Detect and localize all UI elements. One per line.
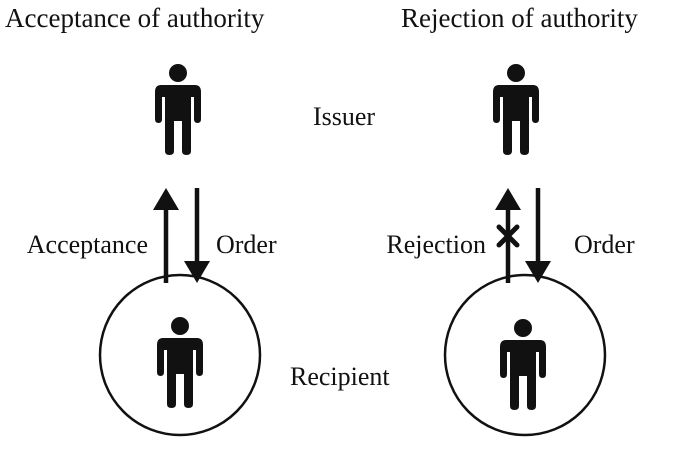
rejection-label: Rejection [386,230,486,259]
left-order-label: Order [216,230,277,259]
left-panel-title: Acceptance of authority [5,3,265,33]
left-panel: Acceptance of authority Acceptance Order [5,3,277,437]
left-arrow-down-icon [184,188,210,283]
left-issuer-person-icon [155,64,201,155]
rejection-cross-mark-icon [496,224,520,248]
left-arrow-up-icon [153,188,179,283]
right-panel: Rejection of authority Rejection Order [386,3,638,437]
left-recipient-person-icon [157,317,203,408]
right-arrow-up-icon [495,188,521,283]
right-recipient-person-icon [500,319,546,410]
right-recipient-circle [443,273,607,437]
right-order-label: Order [574,230,635,259]
right-arrow-down-icon [525,188,551,283]
issuer-label: Issuer [313,102,375,131]
right-panel-title: Rejection of authority [401,3,638,33]
left-recipient-circle [98,273,262,437]
acceptance-label: Acceptance [27,230,148,259]
recipient-label: Recipient [290,362,390,391]
right-issuer-person-icon [493,64,539,155]
